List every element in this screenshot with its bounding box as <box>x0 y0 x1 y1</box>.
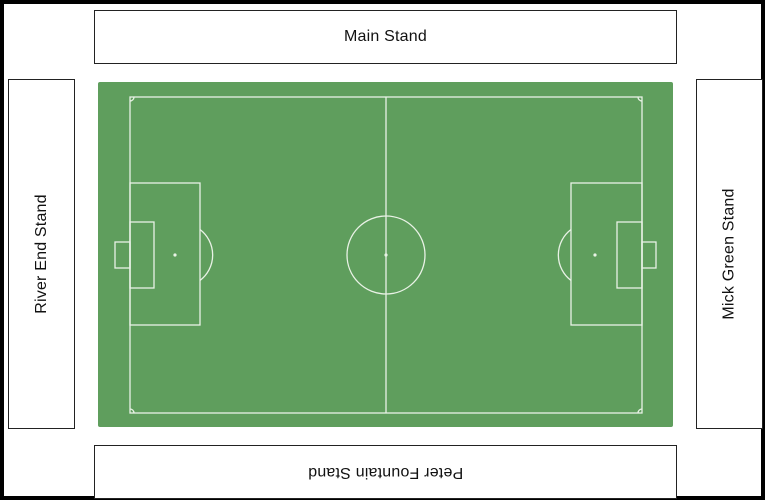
peter-fountain-stand-label: Peter Fountain Stand <box>307 464 464 481</box>
centre-spot <box>384 253 388 257</box>
right-goal <box>641 241 657 269</box>
mick-green-stand-label: Mick Green Stand <box>720 188 738 320</box>
left-penalty-spot <box>173 253 177 257</box>
football-pitch <box>98 82 673 427</box>
corner-arc-top-left <box>129 96 135 102</box>
mick-green-stand: Mick Green Stand <box>696 79 763 429</box>
main-stand: Main Stand <box>94 10 677 64</box>
corner-arc-top-right <box>637 96 643 102</box>
right-penalty-arc <box>557 228 572 282</box>
right-penalty-spot <box>593 253 597 257</box>
left-goal <box>114 241 131 269</box>
river-end-stand: River End Stand <box>8 79 75 429</box>
pitch-spots <box>173 253 597 257</box>
pitch-markings <box>114 96 657 414</box>
main-stand-label: Main Stand <box>344 28 427 45</box>
left-penalty-arc <box>199 228 214 282</box>
corner-arc-bottom-right <box>637 408 643 414</box>
river-end-stand-label: River End Stand <box>32 194 50 314</box>
corner-arc-bottom-left <box>129 408 135 414</box>
centre-circle <box>346 215 426 295</box>
peter-fountain-stand: Peter Fountain Stand <box>94 445 677 499</box>
